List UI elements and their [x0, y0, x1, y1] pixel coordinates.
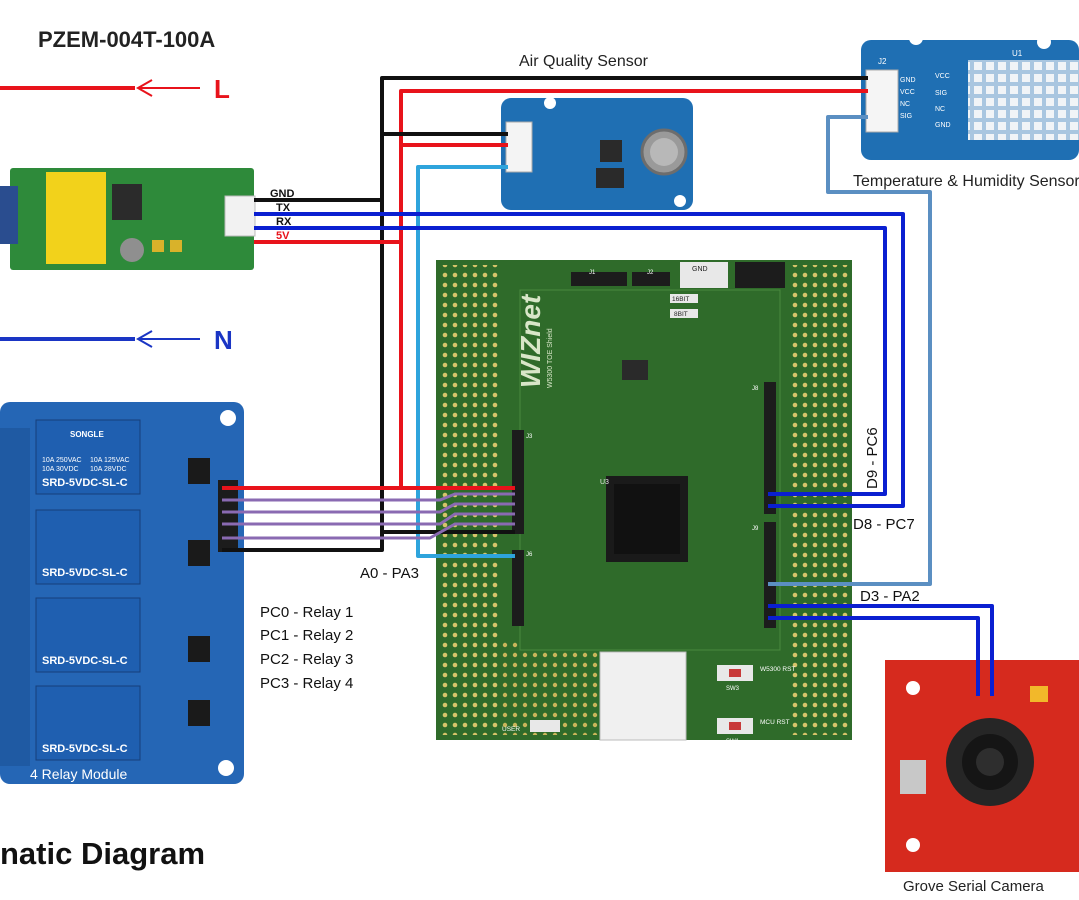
- serial-camera-module: Grove Serial Camera: [885, 660, 1079, 895]
- wiring: [222, 76, 994, 696]
- wire-relay-in3: [222, 512, 515, 526]
- shield-subtitle: W5300 TOE Shield: [547, 328, 554, 388]
- relay-brand: SONGLE: [70, 430, 104, 439]
- relay-2: [35, 509, 141, 585]
- temp-sensor-label: Temperature & Humidity Sensor: [853, 173, 1079, 190]
- wire-meter-rx: [254, 226, 887, 496]
- pin-tx-label: TX: [276, 202, 291, 214]
- relay-model: SRD-5VDC-SL-C: [42, 567, 128, 579]
- relay-mapping-3: PC2 - Relay 3: [260, 651, 353, 668]
- temp-conn-pin: VCC: [900, 89, 915, 96]
- w5300-rst-label: W5300 RST: [760, 666, 795, 673]
- relay-mapping-2: PC1 - Relay 2: [260, 627, 353, 644]
- 16bit-label: 16BIT: [672, 296, 689, 303]
- temperature-humidity-sensor: J2 U1 GND VCC NC SIG VCC SIG NC GND Temp…: [853, 31, 1079, 190]
- meter-title: PZEM-004T-100A: [38, 27, 215, 52]
- wiznet-shield-board: GND 16BIT 8BIT WIZnet W5300 TOE Shield U…: [436, 260, 852, 745]
- j3-label: J3: [526, 434, 533, 440]
- ethernet-jack: [599, 651, 687, 741]
- 8bit-label: 8BIT: [674, 311, 688, 318]
- header-j3: [512, 430, 524, 534]
- j8-label: J8: [752, 386, 759, 392]
- pin-d3-label: D3 - PA2: [860, 588, 920, 605]
- relay-mapping-4: PC3 - Relay 4: [260, 675, 353, 692]
- wire-temp-sig: [768, 115, 932, 586]
- wire-relay-in1: [222, 492, 515, 502]
- relay-module-label: 4 Relay Module: [30, 766, 127, 782]
- header-j9: [764, 522, 776, 628]
- wire-gnd: [222, 76, 868, 552]
- gnd-silk-label: GND: [692, 266, 708, 273]
- sw3-label: SW3: [726, 686, 740, 692]
- relay-model: SRD-5VDC-SL-C: [42, 477, 128, 489]
- camera-label: Grove Serial Camera: [903, 878, 1045, 895]
- mcu-rst-label: MCU RST: [760, 719, 790, 726]
- line-n-label: N: [214, 325, 233, 355]
- temp-chip-pin: NC: [935, 106, 945, 113]
- wire-cam-1: [768, 604, 994, 696]
- sensor-grid-icon: [968, 60, 1079, 140]
- j1-label: J1: [589, 270, 596, 276]
- temp-chip-pin: SIG: [935, 90, 947, 97]
- temp-chip-label: U1: [1012, 49, 1023, 58]
- header-j1: [571, 272, 627, 286]
- temp-connector-label: J2: [878, 57, 887, 66]
- meter-board: [0, 168, 256, 270]
- temp-chip-pin: VCC: [935, 73, 950, 80]
- pin-rx-label: RX: [276, 216, 292, 228]
- relay-model: SRD-5VDC-SL-C: [42, 743, 128, 755]
- pin-d9-label: D9 - PC6: [864, 427, 881, 489]
- line-l-wire: L: [0, 74, 230, 104]
- j9-label: J9: [752, 526, 759, 532]
- air-quality-sensor: Air Quality Sensor: [501, 53, 693, 210]
- user-button-label: USER: [502, 726, 520, 733]
- u3-label: U3: [600, 479, 609, 486]
- pin-gnd-label: GND: [270, 188, 295, 200]
- wire-air-sig: [416, 165, 515, 558]
- relay-3: [35, 597, 141, 673]
- temp-conn-pin: SIG: [900, 113, 912, 120]
- sw1-label: SW1: [726, 739, 740, 745]
- temp-conn-pin: NC: [900, 101, 910, 108]
- pin-d8-label: D8 - PC7: [853, 516, 915, 533]
- wire-relay-in2: [222, 502, 515, 514]
- diagram-caption: natic Diagram: [0, 836, 205, 871]
- wire-cam-2: [768, 616, 980, 696]
- temp-chip-pin: GND: [935, 122, 951, 129]
- relay-1: [35, 419, 141, 495]
- header-j8: [764, 382, 776, 514]
- meter-pin-labels: GND TX RX 5V: [270, 188, 295, 242]
- relay-rating: 10A 28VDC: [90, 466, 127, 473]
- power-meter-module: PZEM-004T-100A L N GND TX RX: [0, 27, 295, 355]
- header-j6: [512, 550, 524, 626]
- relay-rating: 10A 30VDC: [42, 466, 79, 473]
- relay-rating: 10A 125VAC: [90, 457, 130, 464]
- relay-rating: 10A 250VAC: [42, 457, 82, 464]
- pin-5v-label: 5V: [276, 230, 290, 242]
- relay-module: SONGLE 10A 250VAC 10A 125VAC 10A 30VDC 1…: [0, 402, 244, 784]
- relay-4: [35, 685, 141, 761]
- pin-a0-label: A0 - PA3: [360, 565, 419, 582]
- line-l-label: L: [214, 74, 230, 104]
- wire-relay-in4: [222, 522, 515, 540]
- relay-model: SRD-5VDC-SL-C: [42, 655, 128, 667]
- air-sensor-label: Air Quality Sensor: [519, 53, 649, 70]
- relay-input-header: [218, 480, 238, 552]
- pin-labels: A0 - PA3 D9 - PC6 D8 - PC7 D3 - PA2 PC0 …: [260, 427, 920, 692]
- relay-mapping-1: PC0 - Relay 1: [260, 604, 353, 621]
- temp-conn-pin: GND: [900, 77, 916, 84]
- wire-meter-tx: [254, 212, 905, 508]
- wiznet-logo: WIZnet: [515, 293, 546, 388]
- j6-label: J6: [526, 552, 533, 558]
- line-n-wire: N: [0, 325, 233, 355]
- j2-label: J2: [647, 270, 654, 276]
- header-j2: [632, 272, 670, 286]
